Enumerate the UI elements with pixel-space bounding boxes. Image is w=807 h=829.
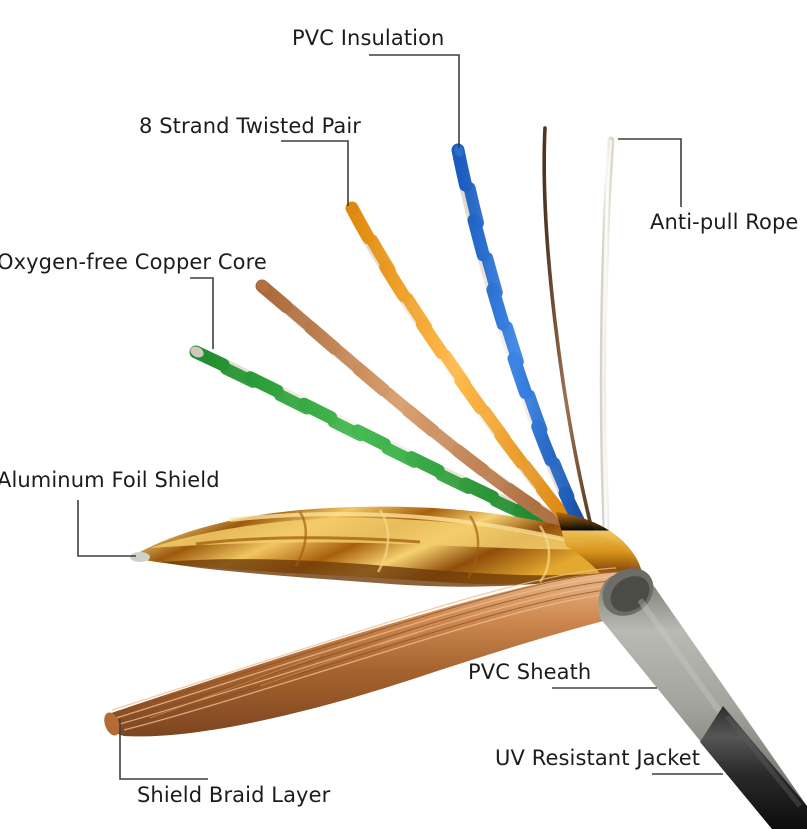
callout-label-pvc-insulation: PVC Insulation [292,26,445,50]
drain-wire [542,126,594,532]
green-twisted-pair [189,345,568,537]
aluminum-foil-shield [130,506,644,616]
black-uv-jacket [700,706,807,829]
leader-anti-pull-rope [618,138,682,207]
leader-lines [77,54,723,780]
callout-label-twisted-pair: 8 Strand Twisted Pair [139,114,362,138]
leader-braid-layer [119,719,208,780]
leader-pvc-insulation [369,54,460,148]
leader-foil-shield [77,500,136,557]
anti-pull-rope-strand [599,136,615,532]
copper-braid-shield [104,567,636,737]
blue-twisted-pair [451,143,591,537]
callout-label-anti-pull-rope: Anti-pull Rope [650,210,799,234]
callout-label-uv-jacket: UV Resistant Jacket [495,746,701,770]
orange-twisted-pair [345,201,583,537]
callout-label-foil-shield: Aluminum Foil Shield [0,468,220,492]
callout-label-copper-core: Oxygen-free Copper Core [0,250,267,274]
leader-copper-core [190,277,214,349]
leader-twisted-pair [281,140,349,206]
callout-label-braid-layer: Shield Braid Layer [137,783,331,807]
brown-twisted-pair [255,279,575,536]
callout-label-pvc-sheath: PVC Sheath [468,660,592,684]
